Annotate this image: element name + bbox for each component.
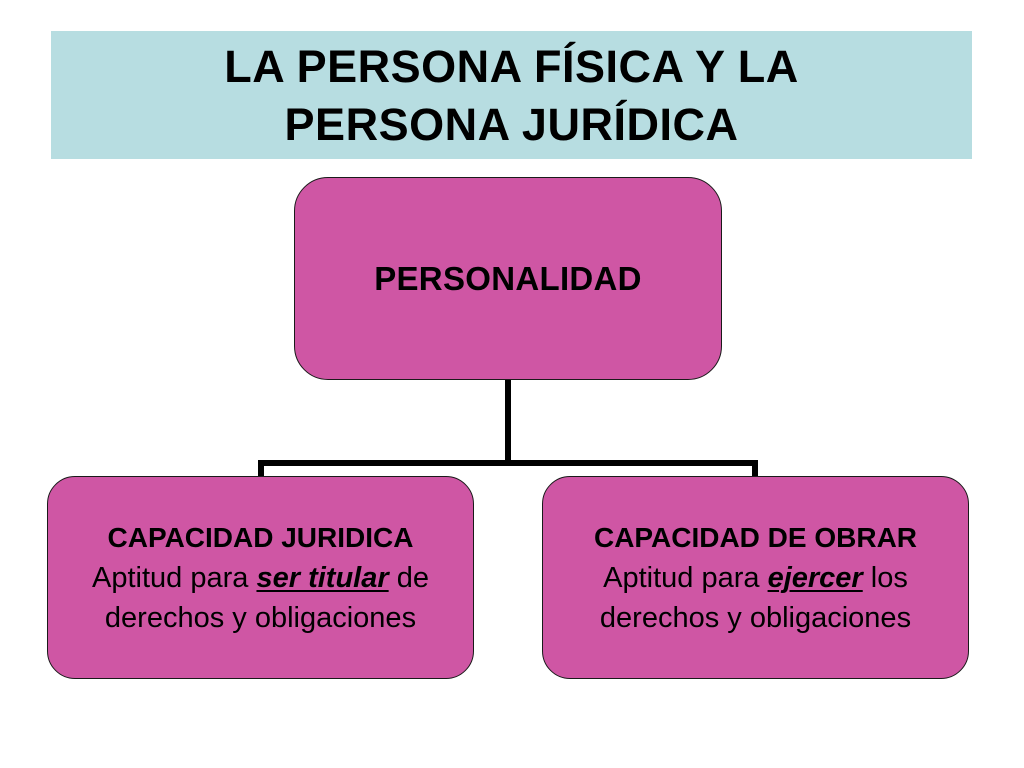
desc-emphasis-ser-titular: ser titular <box>256 561 389 594</box>
desc-text-before: Aptitud para <box>603 561 768 594</box>
desc-text-after: los derechos y obligaciones <box>599 561 912 634</box>
desc-text-before: Aptitud para <box>92 561 257 594</box>
desc-text-after: de derechos y obligaciones <box>104 561 429 634</box>
node-capacidad-de-obrar-heading: CAPACIDAD DE OBRAR <box>593 521 918 553</box>
title-bar: LA PERSONA FÍSICA Y LA PERSONA JURÍDICA <box>51 31 972 159</box>
node-capacidad-juridica: CAPACIDAD JURIDICA Aptitud para ser titu… <box>47 476 474 679</box>
node-personalidad: PERSONALIDAD <box>294 177 722 380</box>
node-personalidad-label: PERSONALIDAD <box>374 259 642 297</box>
node-capacidad-juridica-heading: CAPACIDAD JURIDICA <box>107 521 414 553</box>
node-capacidad-juridica-description: Aptitud para ser titular de derechos y o… <box>48 558 473 638</box>
desc-emphasis-ejercer: ejercer <box>767 561 863 594</box>
node-capacidad-de-obrar: CAPACIDAD DE OBRAR Aptitud para ejercer … <box>542 476 969 679</box>
slide-title: LA PERSONA FÍSICA Y LA PERSONA JURÍDICA <box>224 41 799 150</box>
node-capacidad-de-obrar-description: Aptitud para ejercer los derechos y obli… <box>543 558 968 638</box>
